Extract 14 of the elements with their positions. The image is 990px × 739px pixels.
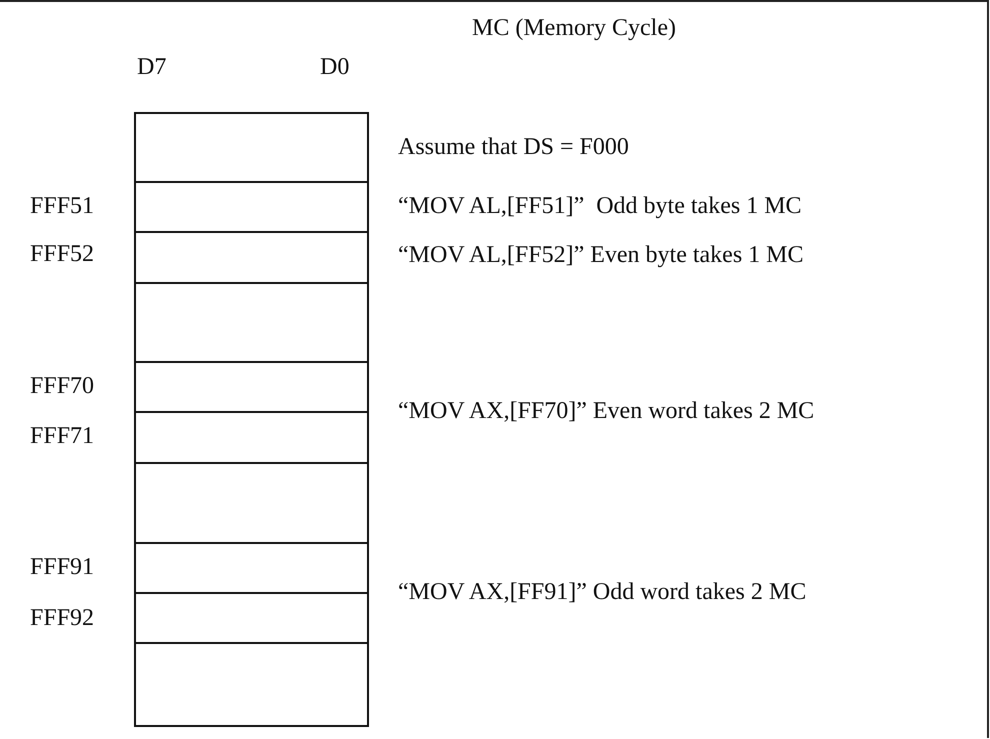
address-label: FFF91 <box>30 553 94 581</box>
instruction-note: “MOV AX,[FF70]” Even word takes 2 MC <box>398 397 814 425</box>
instruction-note: “MOV AL,[FF52]” Even byte takes 1 MC <box>398 241 804 269</box>
note: Assume that DS = F000 <box>398 133 629 161</box>
address-label: FFF52 <box>30 240 94 268</box>
address-label: FFF70 <box>30 372 94 400</box>
address-label: FFF71 <box>30 422 94 450</box>
address-label: FFF51 <box>30 192 94 220</box>
instruction-note: “MOV AL,[FF51]” Odd byte takes 1 MC <box>398 192 802 220</box>
bit-label: D0 <box>320 53 350 81</box>
heading: MC (Memory Cycle) <box>472 14 676 42</box>
address-label: FFF92 <box>30 604 94 632</box>
instruction-note: “MOV AX,[FF91]” Odd word takes 2 MC <box>398 578 806 606</box>
bit-label: D7 <box>137 53 166 81</box>
